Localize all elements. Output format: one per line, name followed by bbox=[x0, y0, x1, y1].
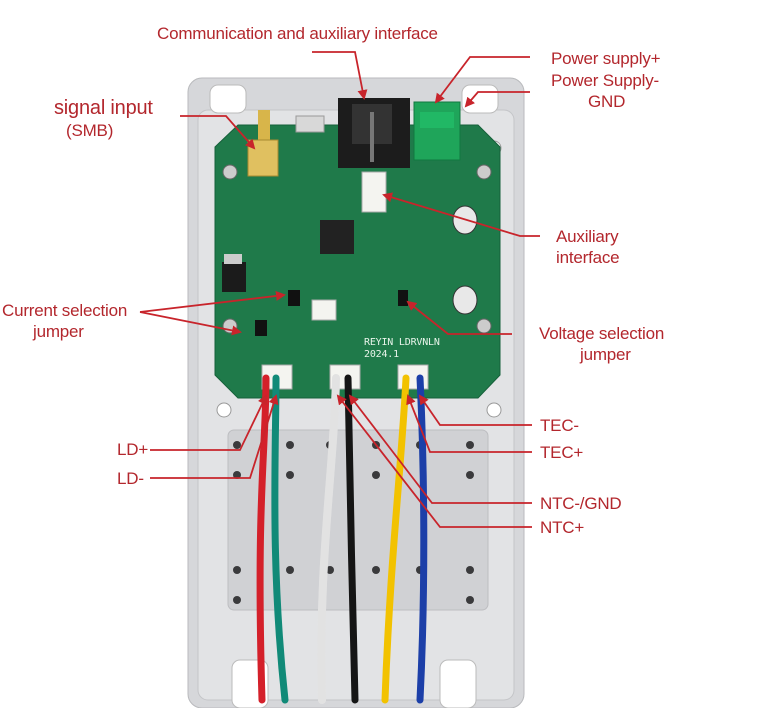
annotation-arrows bbox=[139, 51, 540, 528]
label-power-supply-minus: Power Supply- bbox=[551, 71, 659, 90]
label-current-selection: Current selection bbox=[2, 301, 128, 320]
voltage-jumper bbox=[398, 290, 408, 306]
label-ld-minus: LD- bbox=[117, 469, 144, 488]
label-auxiliary-interface: interface bbox=[556, 248, 620, 267]
silkscreen-date: 2024.1 bbox=[364, 349, 399, 360]
label-auxiliary: Auxiliary bbox=[556, 227, 619, 246]
pcb bbox=[214, 124, 501, 399]
auxiliary-connector bbox=[361, 171, 387, 213]
label-tec-plus: TEC+ bbox=[540, 443, 584, 462]
label-power-supply-plus: Power supply+ bbox=[551, 49, 661, 68]
label-communication-interface: Communication and auxiliary interface bbox=[157, 24, 438, 43]
smb-connector bbox=[247, 110, 279, 177]
label-current-jumper: jumper bbox=[33, 322, 84, 341]
label-voltage-selection: Voltage selection bbox=[539, 324, 665, 343]
silkscreen-text: REYIN LDRVNLN bbox=[364, 337, 440, 348]
power-terminal-block bbox=[413, 101, 461, 161]
current-jumper-1 bbox=[288, 290, 300, 306]
label-smb: (SMB) bbox=[66, 121, 114, 140]
communication-connector bbox=[338, 98, 410, 168]
mcu-chip bbox=[320, 220, 354, 254]
label-ntc-gnd: NTC-/GND bbox=[540, 494, 622, 513]
label-gnd: GND bbox=[588, 92, 626, 111]
label-signal-input: signal input bbox=[54, 97, 153, 119]
current-jumper-2 bbox=[255, 320, 267, 336]
label-ntc-plus: NTC+ bbox=[540, 518, 585, 537]
label-ld-plus: LD+ bbox=[117, 440, 149, 459]
label-voltage-jumper: jumper bbox=[580, 345, 631, 364]
label-tec-minus: TEC- bbox=[540, 416, 579, 435]
